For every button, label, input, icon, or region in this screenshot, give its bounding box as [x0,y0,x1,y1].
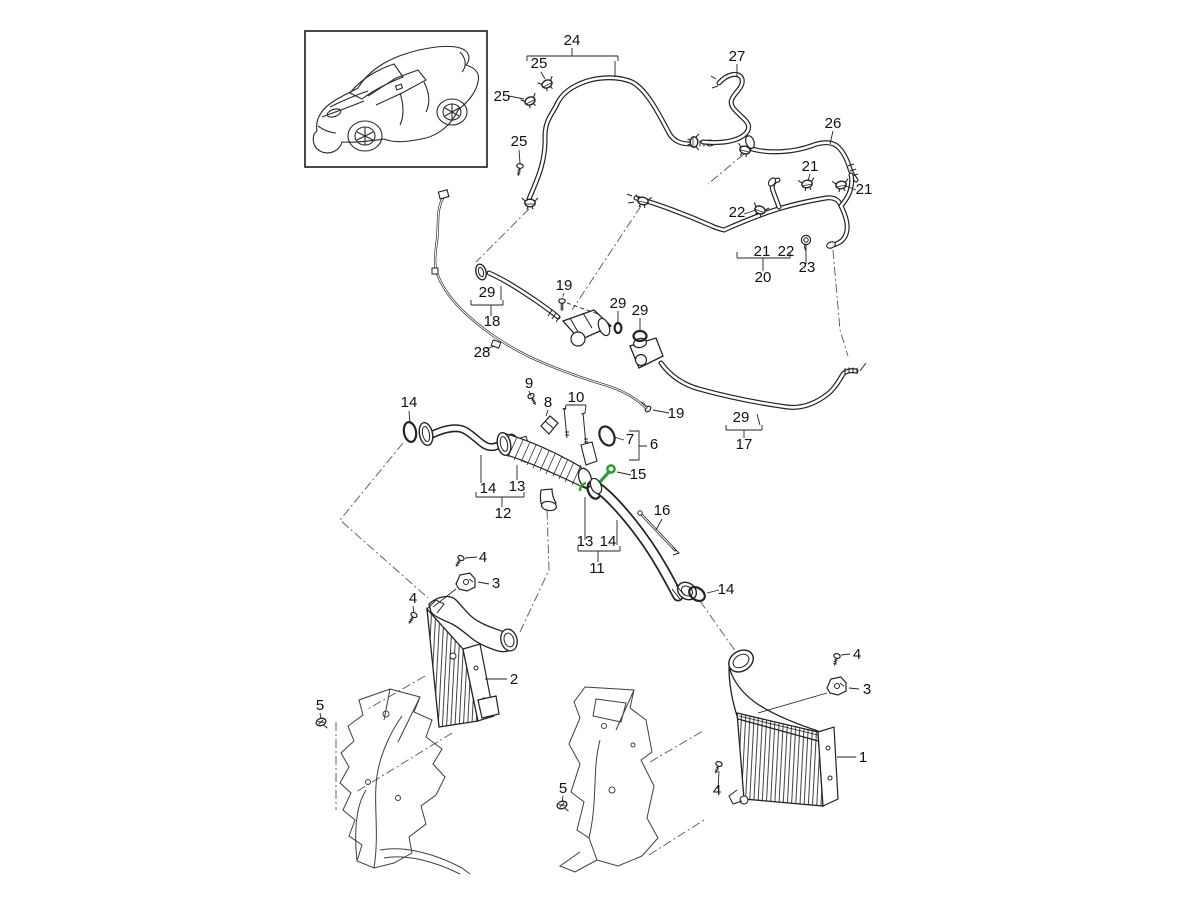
callout-6: 6 [650,436,658,453]
callout-21-a: 21 [802,158,819,175]
callout-22-a: 22 [729,204,746,221]
callout-18: 18 [484,313,501,330]
callout-4-a: 4 [479,549,487,566]
callout-14-c: 14 [600,533,617,550]
callout-28: 28 [474,344,491,361]
bolt-5-left [314,716,330,732]
callout-14-a: 14 [401,394,418,411]
callout-25-a: 25 [531,55,548,72]
callout-23: 23 [799,259,816,276]
callout-13-a: 13 [509,478,526,495]
callout-21-b: 21 [856,181,873,198]
callout-9: 9 [525,375,533,392]
callout-29-c: 29 [632,302,649,319]
callout-5-b: 5 [559,780,567,797]
callout-29-d: 29 [733,409,750,426]
callout-12: 12 [495,505,512,522]
callout-29-a: 29 [479,284,496,301]
o-ring-7 [598,425,616,447]
callout-16: 16 [654,502,671,519]
callout-29-b: 29 [610,295,627,312]
callout-27: 27 [729,48,746,65]
callout-19-b: 19 [668,405,685,422]
car-illustration [312,45,480,154]
callout-13-b: 13 [577,533,594,550]
connector-housing-upper [561,309,613,347]
vent-hose-27 [700,71,752,146]
callout-3-b: 3 [863,681,871,698]
coolant-pipe-18 [475,263,561,323]
body-frame-left [339,688,471,875]
callout-14-d: 14 [718,581,735,598]
bellows-ridges [500,433,582,486]
vent-hose-24 [526,75,715,202]
callout-22-b: 22 [778,243,795,260]
callout-11: 11 [589,560,605,577]
o-ring-14-left [402,420,418,444]
callout-25-b: 25 [494,88,511,105]
callout-5-a: 5 [316,697,324,714]
callout-3-a: 3 [492,575,500,592]
callout-labels: 24 25 25 25 27 26 21 21 22 21 22 20 23 2… [316,32,873,799]
callout-17: 17 [736,436,753,453]
bolt-4-upper-left [452,553,466,569]
callout-10: 10 [568,389,585,406]
bolt-5-center [555,799,571,815]
body-frame-center [558,686,659,873]
callout-14-b: 14 [480,480,497,497]
mounting-hardware [314,553,847,815]
leader-lines [319,48,860,803]
vent-pipe-20 [626,172,855,249]
intercooler-left [426,595,518,728]
callout-20: 20 [755,269,772,286]
callout-7: 7 [626,431,634,448]
callout-25-c: 25 [511,133,528,150]
bolt-4-lower-right [711,760,724,776]
o-ring-14-right [688,585,706,603]
callout-26: 26 [825,115,842,132]
bolt-4-upper-right [830,652,842,668]
bracket-3-right [826,676,847,696]
vehicle-overview-inset [304,30,488,168]
vent-hose-26 [745,135,859,183]
bellows-hose-6 [496,431,598,512]
support-rod-16 [637,510,680,556]
connector-housing-lower [629,337,664,369]
callout-4-c: 4 [853,646,861,663]
callout-21-c: 21 [754,243,771,260]
clamps-and-fittings-top [514,75,851,252]
callout-1: 1 [859,749,867,766]
fastener-9 [526,391,539,407]
callout-4-b: 4 [409,590,417,607]
vent-line-28 [431,189,648,410]
callout-24: 24 [564,32,581,49]
callout-8: 8 [544,394,552,411]
callout-4-d: 4 [713,782,721,799]
bushing-8 [540,415,559,435]
studs-10 [562,407,589,446]
callout-2: 2 [510,671,518,688]
bolt-4-lower-left [405,610,419,626]
coolant-pipe-17 [658,360,867,410]
inset-frame [304,30,488,168]
intercooler-right [728,649,839,807]
callout-19-a: 19 [556,277,573,294]
bracket-3-left [455,572,476,592]
phantom-lines [335,153,849,856]
callout-15: 15 [630,466,647,483]
